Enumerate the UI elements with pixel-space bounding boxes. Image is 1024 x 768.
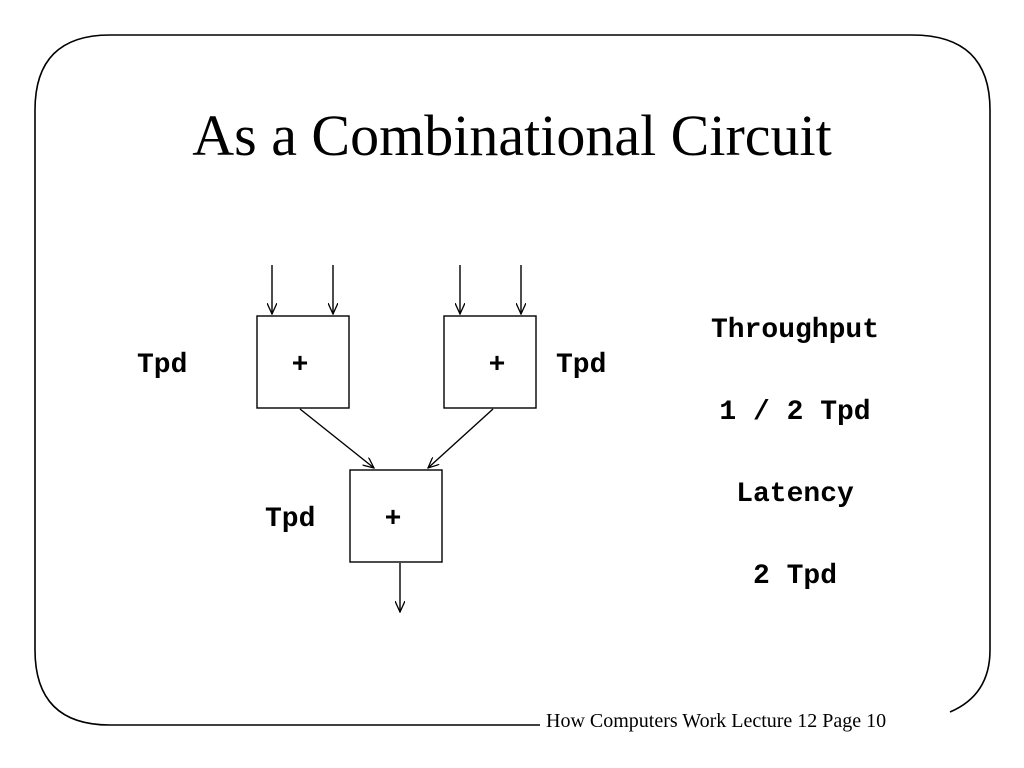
adder-symbol-bottom: + xyxy=(384,504,402,535)
adder-symbol-top-left: + xyxy=(291,350,309,381)
slide-frame xyxy=(34,34,991,726)
delay-label-bottom: Tpd xyxy=(265,504,316,535)
throughput-value: 1 / 2 Tpd xyxy=(719,397,871,428)
connector-arrow xyxy=(428,408,494,468)
delay-label-top-right: Tpd xyxy=(556,350,607,381)
slide-footer: How Computers Work Lecture 12 Page 10 xyxy=(546,710,887,732)
throughput-label: Throughput xyxy=(710,315,880,346)
adder-box-top-right xyxy=(443,315,537,409)
connector-arrow xyxy=(299,408,374,468)
latency-value: 2 Tpd xyxy=(752,561,837,592)
adder-box-top-left xyxy=(256,315,350,409)
delay-label-top-left: Tpd xyxy=(137,350,188,381)
slide-title: As a Combinational Circuit xyxy=(192,103,832,168)
adder-symbol-top-right: + xyxy=(488,350,506,381)
adder-box-bottom xyxy=(349,469,443,563)
latency-label: Latency xyxy=(736,479,854,510)
